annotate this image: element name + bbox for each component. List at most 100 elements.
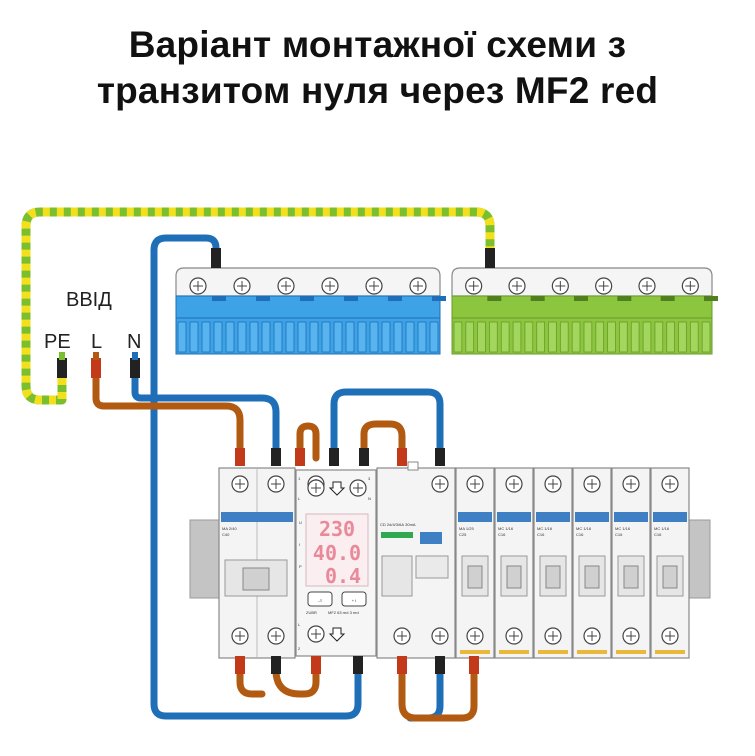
wire-ferrule — [235, 656, 245, 674]
relay-label-u: U — [299, 520, 302, 525]
bus-screw — [681, 277, 699, 295]
terminal-screw-icon — [267, 475, 285, 493]
rcd-device[interactable]: CD 2d/4/3/6А 30mA N N — [376, 461, 456, 659]
neutral-bus-bar — [175, 267, 446, 355]
terminal-screw-icon — [661, 475, 679, 493]
relay-brand: ZUBR — [306, 610, 317, 615]
bus-screw — [465, 277, 483, 295]
bus-slot — [548, 321, 557, 353]
bus-slot — [309, 321, 319, 353]
bus-slot — [654, 321, 664, 353]
bus-slot — [357, 321, 367, 353]
bus-screw — [508, 277, 526, 295]
terminal-screw-icon — [231, 475, 249, 493]
bus-slot — [405, 321, 415, 353]
bus-slot — [273, 321, 283, 353]
main-breaker[interactable]: MA 2/40 C40 — [218, 467, 296, 659]
title-line-2: транзитом нуля через MF2 red — [96, 70, 659, 111]
wire-ferrule — [329, 448, 339, 466]
relay-plus-button[interactable] — [341, 591, 367, 607]
phase-wires — [92, 374, 478, 722]
wire-ferrule — [397, 656, 407, 674]
earth-bus-wire-end — [485, 248, 495, 268]
bus-slot — [213, 321, 223, 353]
relay-term-1: 1 — [298, 476, 301, 481]
group-breaker-name: MC 1/16 — [576, 526, 592, 531]
group-breaker-name: MC 1/16 — [537, 526, 553, 531]
n-label: N — [127, 331, 141, 353]
terminal-screw-icon — [267, 627, 285, 645]
terminal-screw-icon — [583, 627, 601, 645]
relay-label-p: P — [299, 564, 302, 569]
title-line-1: Варіант монтажної схеми з — [128, 24, 627, 65]
diagram-title: Варіант монтажної схеми з транзитом нуля… — [0, 22, 755, 114]
relay-term-3: 3 — [368, 476, 371, 481]
relay-term-l-bottom: L — [298, 622, 301, 627]
bus-slot — [189, 321, 199, 353]
wire-ferrule — [311, 656, 321, 674]
terminal-screw-icon — [583, 475, 601, 493]
bus-slot — [345, 321, 355, 353]
bus-screw — [233, 277, 251, 295]
bus-slot — [678, 321, 687, 353]
bus-slot — [630, 321, 640, 353]
bus-slot — [583, 321, 593, 353]
device-wire-ends — [235, 448, 479, 674]
bus-slot — [571, 321, 581, 353]
terminal-screw-icon — [505, 627, 523, 645]
terminal-screw-icon — [231, 627, 249, 645]
bus-slot — [619, 321, 628, 353]
bus-slot — [453, 321, 463, 353]
relay-term-n-top: N — [368, 496, 371, 501]
pe-wire — [21, 207, 495, 405]
relay-minus-button[interactable] — [307, 591, 333, 607]
input-terminals — [57, 352, 140, 378]
neutral-bus-wire-end — [211, 248, 221, 268]
terminal-screw-icon — [466, 627, 484, 645]
terminal-screw-icon — [431, 475, 449, 493]
input-label: ВВІД — [66, 289, 112, 311]
group-breaker-curve: C16 — [537, 532, 545, 537]
bus-slot — [369, 321, 379, 353]
relay-term-2: 2 — [298, 646, 301, 651]
terminal-screw-icon — [505, 475, 523, 493]
terminal-screw-icon — [393, 627, 411, 645]
bus-slot — [559, 321, 569, 353]
group-breaker-curve: C16 — [498, 532, 506, 537]
bus-slot — [393, 321, 403, 353]
bus-slot — [512, 321, 522, 353]
terminal-screw-icon — [466, 475, 484, 493]
bus-slot — [477, 321, 486, 353]
group-breaker-curve: C16 — [615, 532, 623, 537]
bus-screw — [277, 277, 295, 295]
wire-ferrule — [353, 656, 363, 674]
bus-slot — [489, 321, 498, 353]
bus-slot — [225, 321, 235, 353]
bus-screw — [365, 277, 383, 295]
relay-plus-label: + I — [352, 598, 357, 603]
relay-bottom-arrow-icon — [328, 627, 346, 642]
earth-bus-bar — [451, 267, 718, 355]
wire-ferrule — [271, 656, 281, 674]
bus-slot — [701, 321, 711, 353]
bus-slot — [595, 321, 605, 353]
relay-readout-p: 0.4 — [325, 564, 361, 588]
wire-ferrule — [397, 448, 407, 466]
bus-slot — [321, 321, 331, 353]
bus-slot — [285, 321, 295, 353]
terminal-screw-icon — [349, 479, 367, 497]
bus-slot — [607, 321, 616, 353]
group-breaker-curve: C25 — [459, 532, 467, 537]
terminal-screw-icon — [307, 479, 325, 497]
group-breaker-name: MC 1/16 — [498, 526, 514, 531]
wire-ferrule — [295, 448, 305, 466]
relay-label-i: I — [299, 542, 300, 547]
group-breaker-name: MC 1/16 — [654, 526, 670, 531]
